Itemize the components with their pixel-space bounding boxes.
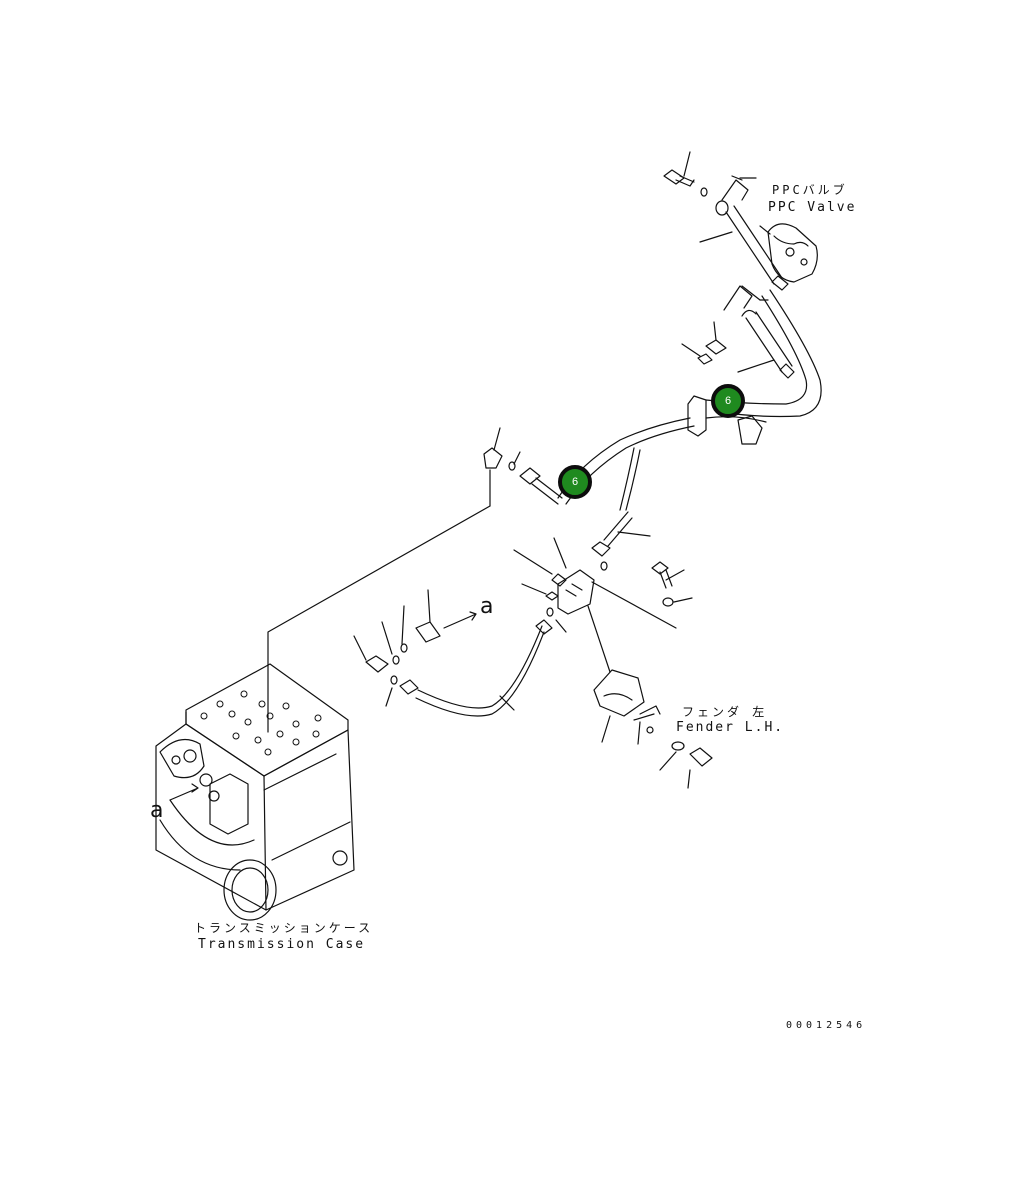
fender-bracket [587, 605, 645, 743]
elbow-fitting [483, 427, 503, 507]
callout-6-right[interactable]: 6 [711, 384, 745, 418]
ppc-valve [759, 223, 818, 283]
ppc-valve-jp-label: PPCバルブ [772, 183, 848, 197]
arrow-a-case [169, 783, 199, 801]
transmission-en-label: Transmission Case [198, 937, 366, 952]
hose-down [625, 449, 641, 511]
fender-part [633, 705, 713, 789]
fender-jp-label: フェンダ 左 [682, 705, 768, 719]
view-a-letter-arrow: a [480, 594, 494, 619]
drawing-code: 00012546 [786, 1020, 867, 1031]
junction-block [687, 395, 767, 445]
threaded-fitting [591, 511, 651, 571]
tube-to-transmission [267, 505, 491, 733]
arrow-a [443, 611, 477, 629]
transmission-jp-label: トランスミッションケース [194, 921, 374, 935]
fitting-small [681, 321, 727, 365]
hose-down-2 [619, 447, 635, 511]
tube-right-bend [719, 289, 822, 418]
hose-end-fitting-left [508, 451, 563, 505]
hose-bottom [399, 619, 553, 717]
fender-en-label: Fender L.H. [676, 720, 785, 735]
bolt-right [651, 561, 693, 607]
ppc-bracket-plate [721, 179, 749, 201]
callout-number: 6 [724, 395, 732, 407]
top-bolt [663, 151, 708, 197]
callout-6-left[interactable]: 6 [558, 465, 592, 499]
callout-number: 6 [571, 476, 579, 488]
view-a-letter-case: a [150, 798, 164, 823]
elbow-bottom [353, 635, 398, 707]
bracket-plate-mid [723, 285, 753, 311]
ppc-valve-en-label: PPC Valve [768, 200, 857, 215]
plug-fitting [381, 589, 441, 665]
hose-upper [699, 200, 789, 291]
valve-block [513, 537, 677, 633]
tube-right-bend-2 [705, 295, 808, 405]
transmission-case [155, 663, 355, 921]
hose-middle [737, 309, 795, 379]
